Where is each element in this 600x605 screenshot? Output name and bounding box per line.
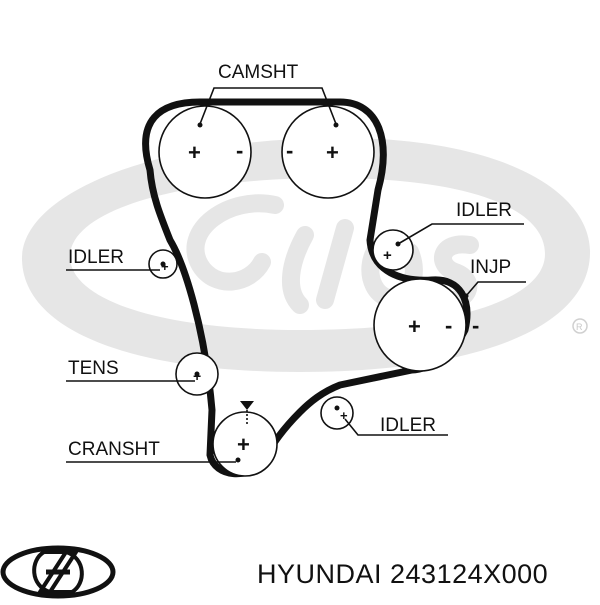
injection-pump-leader [465,281,526,297]
tensioner-label: TENS [68,358,119,379]
camshaft-right-minus-sign: - [286,138,293,163]
injection-pump-label: INJP [470,257,511,278]
idler-lower-right-pulley [320,396,354,430]
camshaft-leader [199,87,337,125]
crankshaft-pulley [212,411,278,477]
crankshaft-label: CRANSHT [68,439,160,460]
camshaft-pulley-left [158,105,252,199]
part-number-caption: HYUNDAI 243124X000 [257,559,548,589]
injp-plus-sign: + [408,314,421,339]
camshaft-label: CAMSHT [218,62,299,83]
tensioner-plus-sign: + [193,368,201,384]
camshaft-left-minus-sign: - [236,138,243,163]
idler-lower-right-label: IDLER [380,415,436,436]
idler-left-plus-sign: + [161,259,169,274]
injp-minus-sign-2: - [472,313,479,338]
hyundai-logo [0,545,116,599]
idler-upper-right-plus-sign: + [383,247,392,264]
idler-lower-right-leader [344,418,448,436]
crankshaft-plus-sign: + [237,432,250,457]
camshaft-pulley-right [281,105,375,199]
idler-left-pulley [148,249,178,279]
injection-pump-pulley [373,278,469,372]
idler-upper-right-pulley [372,229,414,271]
camshaft-left-plus-sign: + [188,140,201,165]
svg-text:R: R [576,322,583,332]
idler-upper-right-leader [397,223,524,245]
crankshaft-timing-mark [240,401,254,410]
idler-left-label: IDLER [68,247,124,268]
idler-lower-right-plus-sign: + [340,408,348,423]
injp-minus-sign-1: - [445,313,452,338]
camshaft-right-plus-sign: + [326,140,339,165]
idler-upper-right-label: IDLER [456,200,512,221]
tensioner-pulley [175,352,219,396]
